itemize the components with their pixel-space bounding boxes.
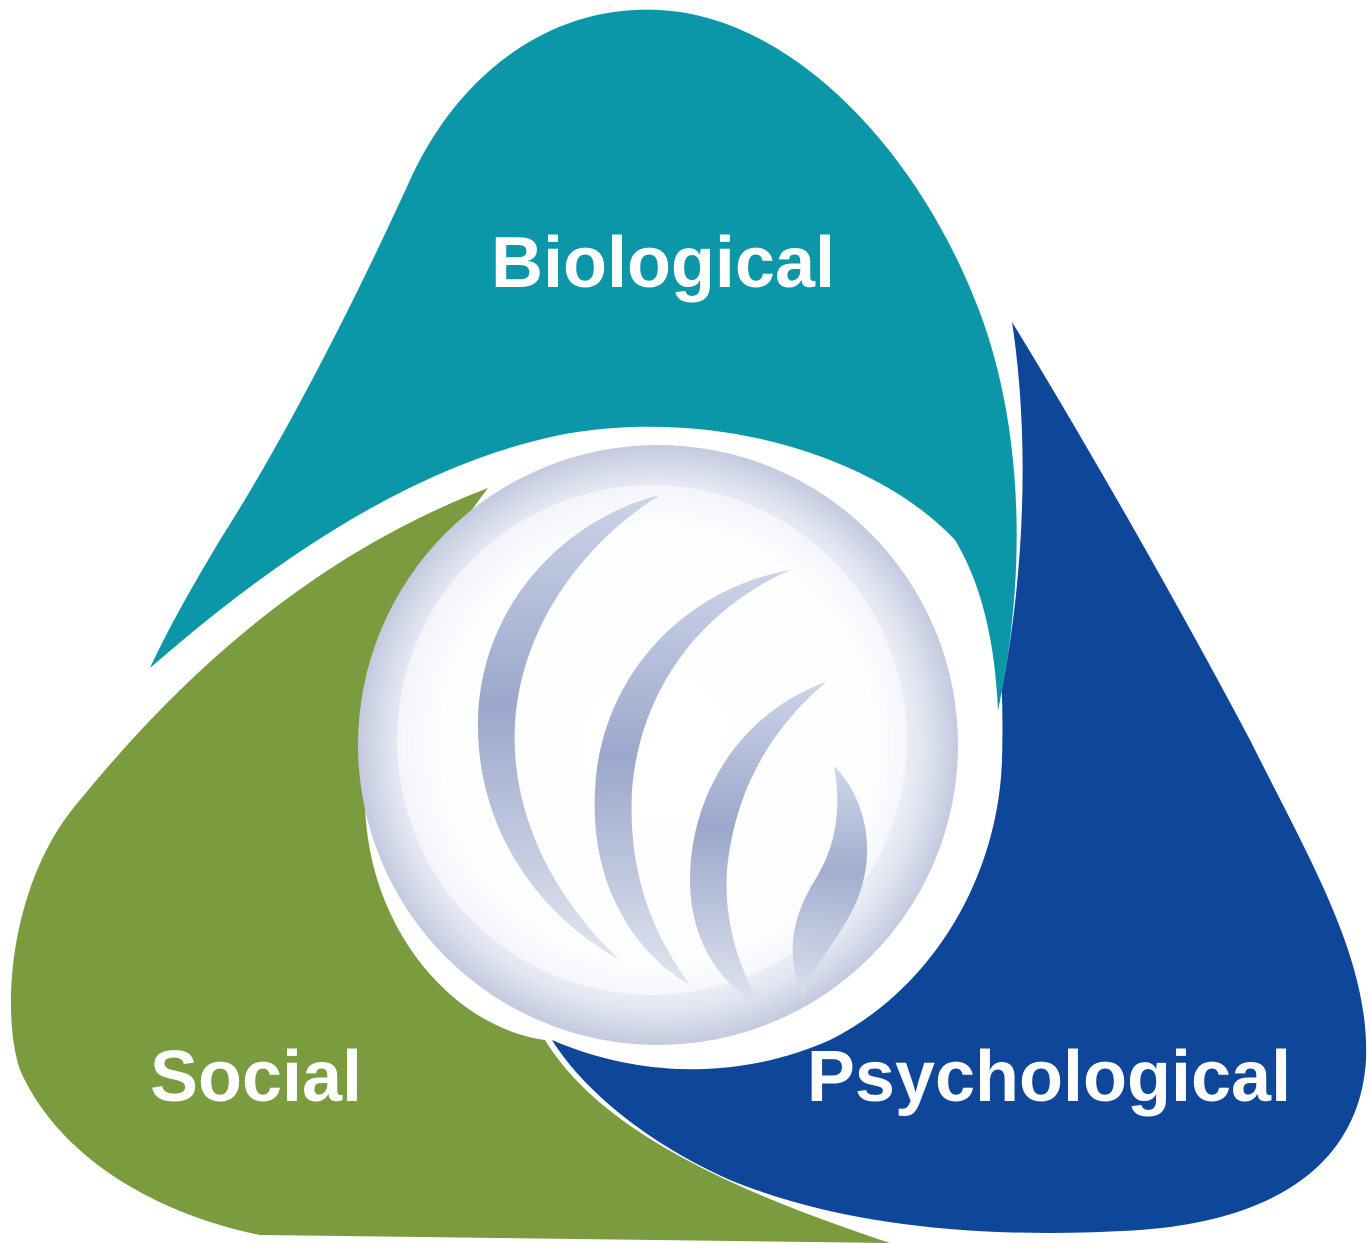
swirl-streak-3 xyxy=(690,682,826,1005)
swirl-streak-2 xyxy=(594,570,790,985)
psychological-segment xyxy=(552,322,1367,1233)
biological-label: Biological xyxy=(491,223,835,303)
psychological-label: Psychological xyxy=(807,1037,1291,1117)
swirl-sphere-icon xyxy=(358,445,958,1045)
social-segment xyxy=(10,488,890,1243)
biological-segment xyxy=(150,9,1017,710)
swirl-streak-1 xyxy=(477,495,660,960)
swirl-streak-4 xyxy=(792,766,868,1000)
social-label: Social xyxy=(150,1037,362,1117)
